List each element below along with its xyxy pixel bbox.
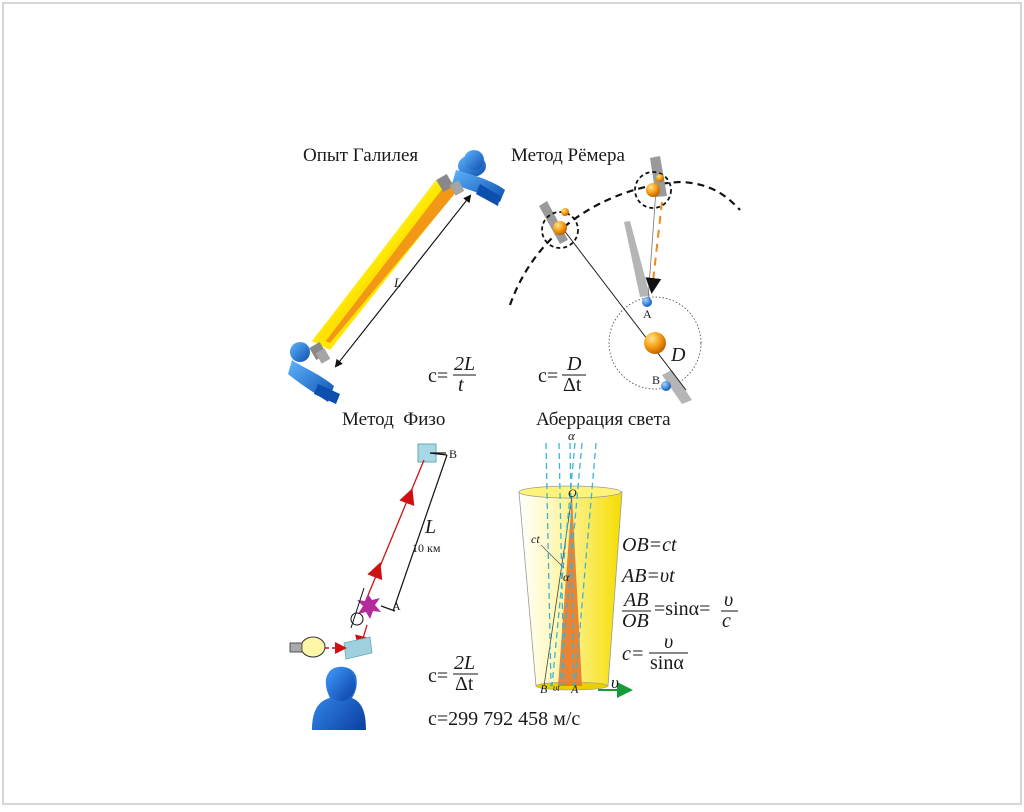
svg-text:Δt: Δt [455,673,474,695]
eq-c: c= υ sinα [622,631,688,674]
svg-text:OB: OB [622,610,649,632]
svg-text:=sinα=: =sinα= [654,598,710,620]
galileo-title: Опыт Галилея [303,145,418,166]
fizeau-distance-value: 10 км [412,541,441,555]
svg-text:Δt: Δt [563,374,582,396]
eq-ratio: AB OB =sinα= υ c [622,589,738,632]
light-path-up [363,459,425,606]
fizeau-distance-label: L [424,516,436,538]
fizeau-formula: c= 2L Δt [428,652,478,695]
svg-text:υ: υ [664,631,673,653]
io-orbit [608,296,702,390]
io-icon [642,297,652,307]
speed-of-light-result: c=299 792 458 м/с [428,708,580,730]
incoming-rays [545,442,597,687]
lantern-icon [309,341,331,364]
fizeau-point-b: B [449,447,457,461]
aberration-section: Аберрация света α O ct α B υt A [518,409,738,698]
earth-position-left [541,211,579,249]
fizeau-title: Метод Физо [342,409,445,430]
fizeau-point-a: A [392,599,401,613]
galileo-formula: c= 2L t [428,353,476,396]
svg-text:t: t [458,374,464,396]
eq-ob: OB=ct [622,534,677,556]
label-b: B [540,682,548,696]
io-icon [661,381,671,391]
svg-text:c=: c= [622,643,644,665]
lamp-icon [289,636,347,658]
svg-text:D: D [566,353,582,375]
person-icon [288,342,340,404]
galileo-beam-yellow-2 [312,180,446,346]
aberration-title: Аберрация света [536,409,671,430]
jupiter-shadow-cone [624,221,650,297]
sightline-far [559,224,687,391]
alpha-mid-label: α [563,570,570,584]
lantern-icon [436,173,465,196]
svg-text:AB: AB [622,589,648,611]
roemer-diameter-label: D [670,344,686,366]
galileo-section: Опыт Галилея L [288,145,505,404]
spark-icon [357,594,381,619]
light-path-dashed [645,201,663,294]
roemer-point-a: A [643,307,652,321]
label-a: A [570,682,579,696]
label-o: O [568,486,577,500]
label-ct: ct [531,532,540,546]
sun-icon [561,208,569,216]
fizeau-section: Метод Физо B L 10 км A [289,409,580,730]
roemer-section: Метод Рёмера A B D c= D [508,145,741,404]
head-icon [312,666,366,730]
svg-text:υ: υ [724,589,733,611]
earth-icon [553,221,567,235]
person-icon [452,150,505,206]
sightline-near [647,189,657,301]
jupiter-icon [644,332,666,354]
svg-text:2L: 2L [454,652,475,674]
galileo-distance-label: L [393,275,401,290]
jupiter-shadow-lower [662,370,692,404]
svg-text:c=: c= [428,665,448,687]
svg-text:c=: c= [538,365,558,387]
telescope-cone-icon [518,485,623,691]
alpha-top-label: α [568,428,576,443]
svg-text:c=: c= [428,365,448,387]
label-vt: υt [553,683,560,693]
gear-wheel-icon [350,587,365,629]
sun-icon [656,174,664,182]
galileo-distance-arrow-down [334,195,471,368]
velocity-label: υ [611,673,619,692]
earth-orbit-arc [508,180,741,306]
half-mirror-icon [343,636,373,660]
earth-position-right [634,171,672,209]
svg-text:sinα: sinα [650,652,684,674]
roemer-formula: c= D Δt [538,353,586,396]
roemer-title: Метод Рёмера [511,145,625,166]
roemer-point-b: B [652,373,660,387]
earth-icon [646,183,660,197]
svg-text:c: c [722,610,731,632]
eq-ab: AB=υt [620,565,675,587]
svg-text:2L: 2L [454,353,475,375]
fizeau-distance-line [392,454,448,612]
